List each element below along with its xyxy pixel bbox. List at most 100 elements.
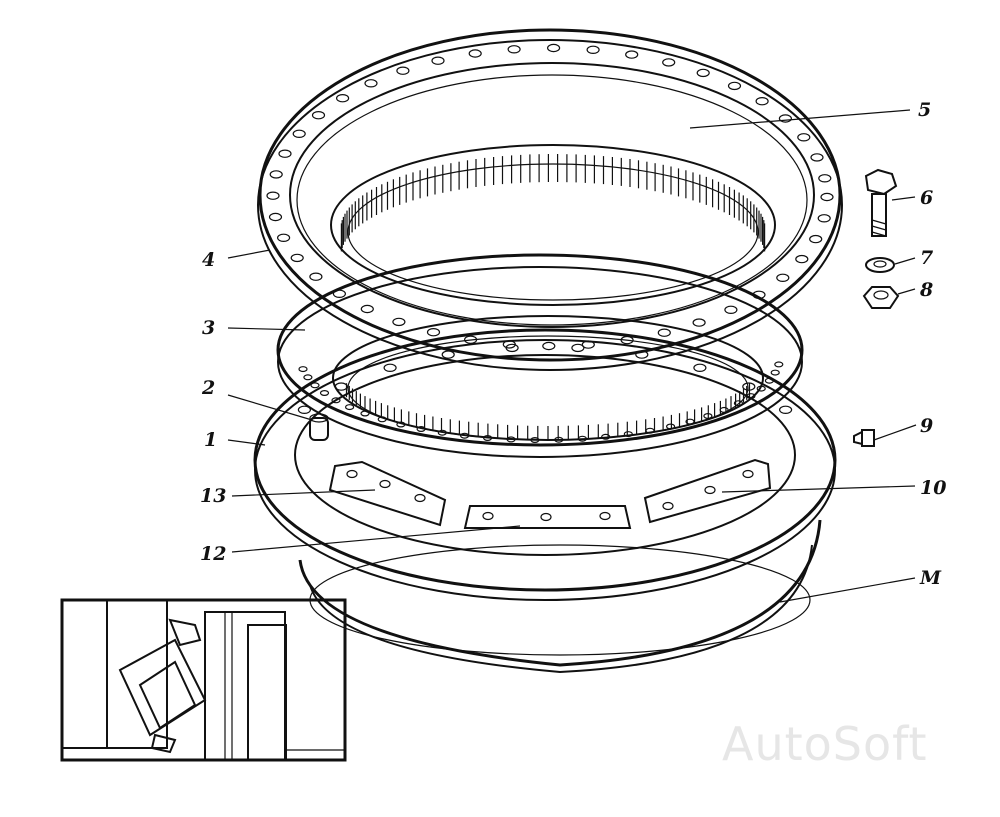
bolt-hole: [719, 406, 729, 413]
gear-ring-assembly: [276, 253, 804, 458]
bolt-hole: [502, 340, 516, 349]
bolt-hole: [774, 361, 784, 368]
bolt-part-6: [864, 168, 898, 237]
bolt-hole: [426, 328, 441, 337]
bolt-hole: [625, 50, 639, 59]
bolt-hole: [820, 192, 834, 202]
bolt-hole: [360, 410, 370, 417]
segment-hole: [662, 501, 674, 511]
callout-7: 7: [920, 247, 933, 269]
callout-1: 1: [204, 429, 217, 451]
bolt-hole: [360, 304, 374, 314]
bolt-hole: [770, 369, 780, 376]
spacer-segments: [328, 458, 772, 529]
bolt-hole: [460, 432, 470, 439]
bolt-hole: [778, 405, 793, 414]
bolt-hole: [703, 413, 713, 420]
callout-6: 6: [920, 187, 933, 209]
bolt-hole: [383, 363, 397, 372]
bolt-hole: [571, 343, 585, 353]
bolt-hole: [277, 233, 291, 242]
callout-labels: 5 6 7 8 4 3 2 1 9 13 10 12 M: [200, 99, 946, 589]
bolt-hole: [776, 273, 790, 282]
bolt-hole: [392, 317, 406, 327]
segment-hole: [704, 485, 716, 495]
segment-13: [328, 460, 447, 527]
bolt-hole: [696, 68, 710, 78]
roller-section: [138, 660, 197, 730]
callout-10: 10: [920, 477, 946, 499]
bolt-hole: [506, 436, 516, 443]
bolt-hole: [345, 404, 355, 411]
bolt-hole: [645, 427, 655, 434]
bolt-hole: [269, 170, 283, 179]
segment-hole: [482, 511, 494, 521]
bolt-hole: [693, 363, 707, 372]
segment-hole: [346, 469, 358, 479]
bolt-hole: [795, 254, 809, 264]
bolt-hole: [290, 253, 304, 263]
bolt-hole: [665, 423, 676, 430]
bolt-hole: [817, 214, 831, 223]
bolt-hole: [623, 431, 633, 438]
watermark: AutoSoft: [722, 717, 928, 771]
bolt-hole: [797, 133, 811, 142]
bolt-hole: [278, 149, 292, 158]
callout-3: 3: [202, 317, 215, 339]
segment-hole: [540, 512, 552, 522]
bolt-hole: [752, 290, 766, 299]
gear-teeth-upper: [340, 154, 766, 252]
cross-section-inset: [60, 598, 347, 762]
bolt-hole: [546, 43, 561, 53]
callout-5: 5: [918, 99, 931, 121]
callout-13: 13: [200, 485, 226, 507]
callout-8: 8: [919, 279, 933, 301]
bolt-hole: [662, 58, 676, 67]
nut-part-8: [862, 286, 900, 309]
bolt-hole: [396, 66, 410, 75]
bolt-hole: [266, 191, 280, 200]
bolt-hole: [620, 335, 634, 345]
bolt-hole: [331, 397, 341, 404]
lower-ring-assembly: [253, 328, 837, 674]
ring-3-holes: [298, 361, 784, 444]
callout-M: M: [919, 567, 942, 589]
callout-4: 4: [202, 249, 215, 271]
bolt-hole: [377, 416, 387, 423]
callout-9: 9: [920, 415, 933, 437]
bolt-hole: [441, 350, 455, 359]
bolt-hole: [464, 335, 478, 344]
bolt-hole: [809, 234, 823, 244]
bolt-hole: [416, 426, 426, 433]
bolt-hole: [601, 433, 611, 440]
bolt-hole: [311, 110, 326, 120]
bolt-hole: [657, 328, 671, 337]
bolt-hole: [468, 49, 482, 58]
segment-hole: [414, 493, 426, 503]
bolt-hole: [727, 81, 742, 91]
segment-hole: [742, 469, 754, 479]
bolt-hole: [364, 79, 378, 88]
bolt-hole: [507, 45, 521, 54]
bolt-hole: [685, 418, 695, 425]
bolt-hole: [268, 212, 283, 222]
segment-hole: [379, 479, 391, 489]
bolt-hole: [298, 366, 308, 373]
bolt-hole: [332, 289, 346, 298]
bolt-hole: [746, 393, 756, 400]
upper-ring-assembly: [257, 28, 843, 371]
grease-nipple-part-9: [853, 429, 875, 447]
bolt-hole: [303, 374, 313, 381]
bolt-hole: [733, 400, 744, 407]
bolt-hole: [292, 129, 306, 138]
bolt-hole: [742, 382, 756, 391]
segment-holes: [346, 469, 754, 522]
bolt-hole: [437, 429, 447, 436]
ring-4-bolt-holes: [266, 43, 834, 351]
bolt-hole: [581, 340, 595, 349]
pin-part-2: [309, 413, 329, 441]
bolt-hole: [778, 114, 793, 123]
bolt-hole: [483, 435, 493, 442]
bolt-hole: [724, 305, 738, 314]
